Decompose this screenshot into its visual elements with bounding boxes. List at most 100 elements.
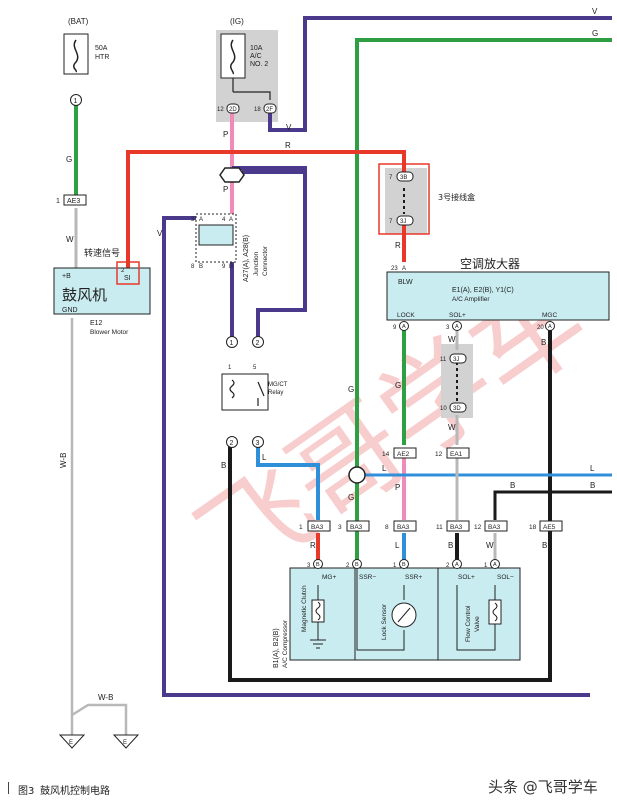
comp-pin (452, 559, 462, 569)
bat-pin (70, 94, 82, 106)
connector-num: 14 (382, 451, 390, 458)
wire-letter: B (221, 461, 226, 470)
relay-pin (226, 336, 238, 348)
jb3-pin-label: 3B (400, 175, 407, 181)
jb3-pin-num: 7 (389, 219, 393, 225)
blower-code: E12 (90, 320, 103, 327)
si-highlight (116, 261, 140, 285)
wire-letter: R (285, 141, 291, 150)
connector-ae5 (539, 520, 563, 532)
wire-letter: W (66, 235, 74, 244)
wire-l-relay (256, 442, 320, 520)
blower-title-cn: 鼓风机 (62, 286, 107, 304)
wire-letter: R (395, 241, 401, 250)
inline-pin-3j (449, 353, 467, 364)
wire-letter: B (510, 481, 515, 490)
ig-fuse-name2: NO. 2 (250, 61, 268, 68)
connector-ba3 (346, 520, 370, 532)
connector-num: 12 (435, 451, 443, 458)
relay-pin (226, 436, 238, 448)
jc-pin: 4 (222, 217, 226, 223)
wire-letter: W (448, 335, 456, 344)
comp-pin-label: SSR+ (405, 574, 422, 581)
amp-pin (545, 321, 555, 331)
blower-motor-box (53, 267, 151, 315)
connector-label: EA1 (450, 451, 463, 458)
coil-icon (492, 602, 498, 622)
wire-letter: P (223, 130, 228, 139)
figure-caption: 鼓风机控制电路 (40, 786, 110, 797)
comp-pin-label: SOL− (497, 574, 514, 581)
jc-pin: B (199, 264, 203, 270)
bat-fuse-amp: 50A (95, 45, 108, 52)
valve-label2: Valve (474, 616, 481, 632)
connector-num: 1 (299, 524, 303, 531)
comp-pin-label: SSR− (359, 574, 376, 581)
wire-letter: P (223, 185, 228, 194)
connector-ae3 (63, 194, 87, 206)
comp-pin (399, 559, 409, 569)
bat-source: (BAT) (68, 17, 89, 26)
amp-pin-c: A (455, 324, 459, 330)
connector-label: AE2 (397, 451, 410, 458)
jc-pin: 8 (191, 264, 195, 270)
ground-icon (58, 734, 86, 749)
blower-signal-cn: 转速信号 (84, 247, 120, 259)
ig-fuse-name1: A/C (250, 53, 262, 60)
blower-si: SI (124, 275, 131, 282)
comp-pin-c: A (493, 562, 497, 568)
comp-pin-num: 1 (393, 563, 397, 569)
ig-pin-r-label: 2F (266, 107, 273, 113)
wire-b-relay (228, 330, 552, 682)
amp-sol: SOL+ (449, 312, 466, 319)
ground-left: E (58, 734, 86, 749)
amp-pin-c: A (548, 324, 552, 330)
figure-number: 图3 (18, 786, 35, 797)
relay-name1: MG/CT (268, 382, 288, 388)
jc-pin: A (229, 217, 233, 223)
wire-v-top (268, 16, 612, 132)
ground-right: E (112, 734, 140, 749)
jc-pin: 9 (222, 264, 226, 270)
connector-label: BA3 (311, 524, 324, 531)
wire-letter: B (542, 541, 547, 550)
relay-pin-label: 1 (230, 340, 234, 347)
ig-fuse-amp: 10A (250, 45, 263, 52)
wire-letter: W (448, 423, 456, 432)
jb3-title: 3号接线盒 (438, 192, 475, 202)
comp-pin-c: B (316, 562, 320, 568)
amp-pin-num: 23 (391, 266, 398, 272)
inline-pin-label: 3J (453, 357, 459, 363)
splice-green (348, 466, 366, 484)
wire-letter: G (66, 155, 72, 164)
relay-pin (252, 336, 264, 348)
si-pin: 2 (121, 268, 125, 274)
ground-label: E (123, 740, 127, 746)
connector-num: 18 (529, 524, 537, 531)
relay-pin-label: 5 (253, 365, 257, 371)
coil-icon (315, 601, 321, 621)
bat-pin-label: 1 (74, 98, 78, 105)
ig-source: (IG) (230, 17, 244, 26)
amp-code: E1(A), E2(B), Y1(C) (452, 287, 514, 294)
wire-r-top (126, 150, 406, 268)
splice-pink (219, 167, 245, 183)
ba-connector-row: 1 BA3 3 BA3 8 BA3 11 BA3 12 BA3 18 AE5 (299, 520, 563, 532)
footer: 图3 鼓风机控制电路 头条 @飞哥学车 (0, 776, 617, 800)
connector-num: 1 (56, 198, 60, 205)
wire-g-top (355, 38, 612, 565)
wire-letter: V (592, 7, 598, 16)
ac-amplifier-box (386, 271, 610, 321)
jb3-pin-label: 3J (400, 219, 406, 225)
compressor-code: B1(A), B2(B) (273, 628, 280, 668)
jb3-pin-3j (396, 215, 414, 226)
valve-label1: Flow Control (465, 605, 472, 642)
relay-pin-label: 2 (256, 340, 260, 347)
jc-name1: Junction (253, 251, 260, 276)
wire-letter: W-B (98, 693, 113, 702)
inline-pin-num: 11 (440, 357, 447, 363)
amp-pin-num: 9 (393, 325, 397, 331)
wiring-diagram: 飞哥学车 (BAT) 5 (53, 7, 612, 749)
comp-pin-num: 2 (446, 563, 450, 569)
wire-letter: B (448, 541, 453, 550)
